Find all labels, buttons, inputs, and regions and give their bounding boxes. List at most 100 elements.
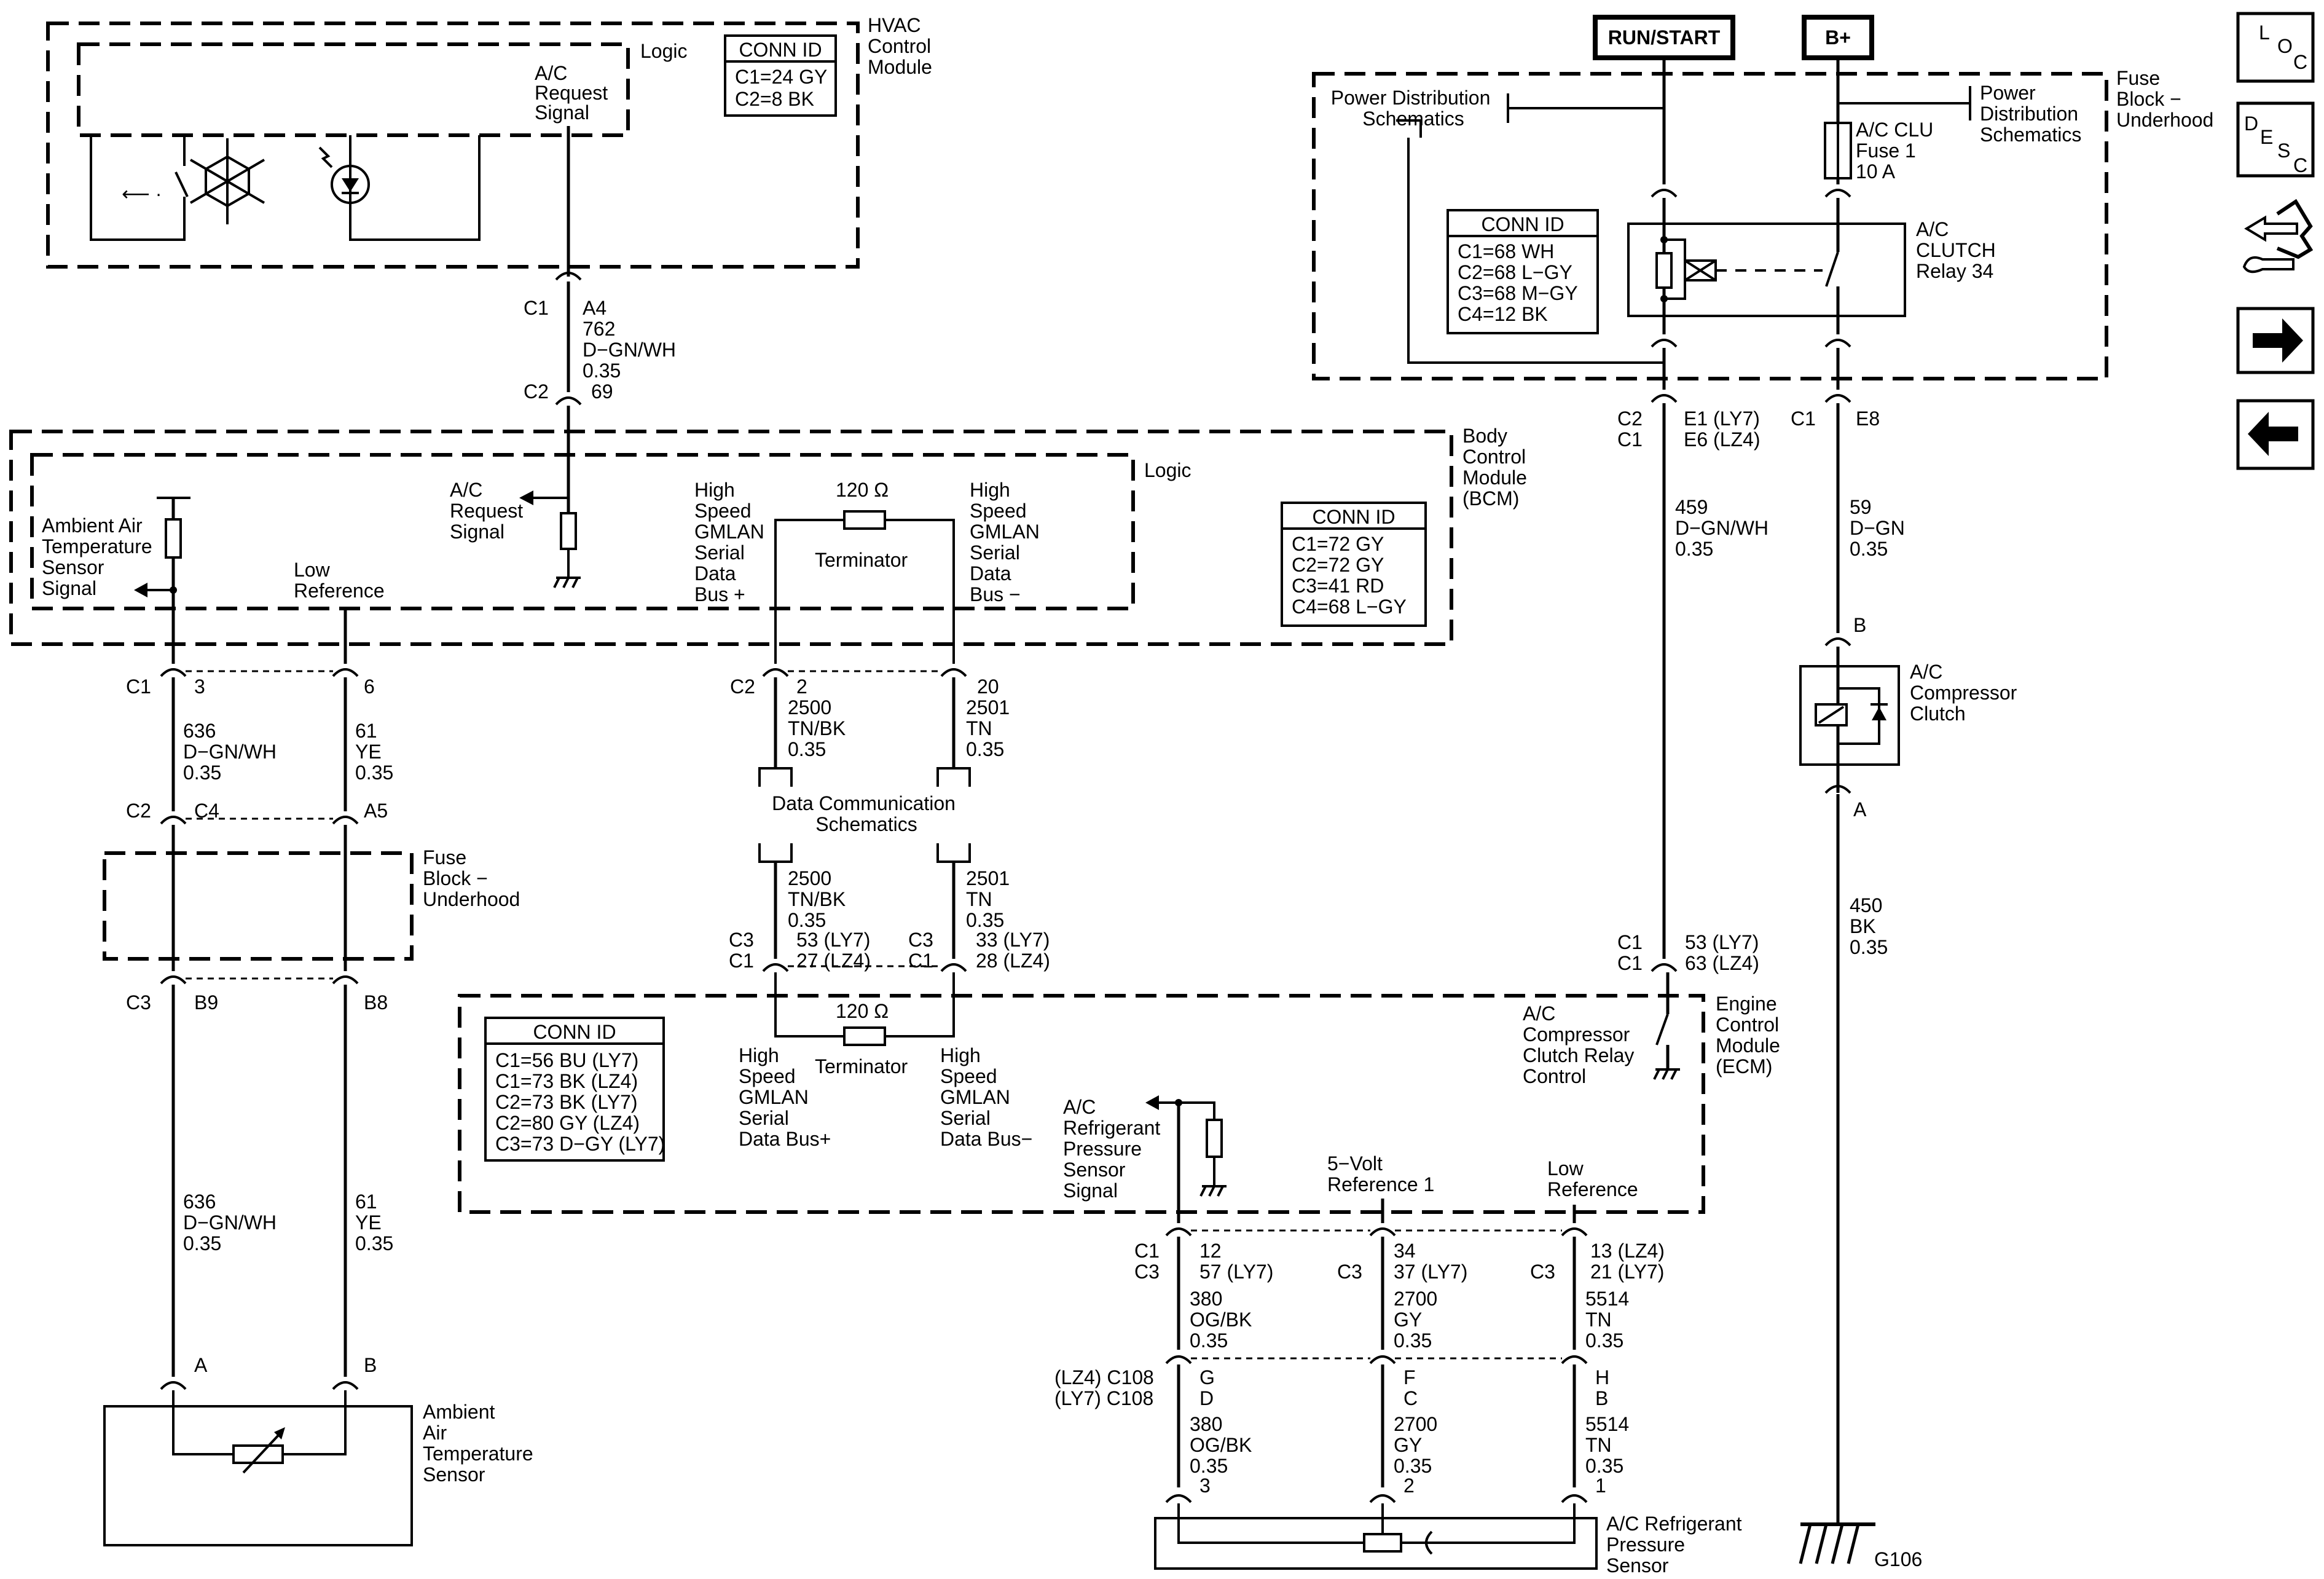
bcm-gmlan-right-label: High Speed GMLAN Serial Data Bus −: [970, 479, 1045, 605]
wire-2500-label: 2500 TN/BK 0.35: [788, 696, 851, 760]
ground-icon: [1653, 1068, 1680, 1080]
connector-a5: [332, 816, 359, 825]
splice-bracket: [936, 767, 971, 787]
wire-762-size: 0.35: [583, 360, 621, 382]
bcm-pin-c2: C2: [524, 380, 549, 403]
switch-contact: [175, 171, 189, 197]
wire-636-label: 636 D−GN/WH 0.35: [183, 720, 282, 784]
bcm-logic-outline: [30, 453, 1135, 610]
wire-2700-lower-label: 2700 GY 0.35 2: [1394, 1413, 1443, 1497]
wire-2500-lower-label: 2500 TN/BK 0.35: [788, 867, 851, 931]
wire-5514-label: 5514 TN 0.35: [1585, 1288, 1635, 1352]
ecm-gmlan-right-label: High Speed GMLAN Serial Data Bus−: [940, 1044, 1032, 1150]
pressure-sensor-circuit: C1 C3 12 57 (LY7) C3 34 37 (LY7) C3 13 (…: [1054, 1227, 1747, 1577]
splice-bracket: [936, 843, 971, 863]
bcm-conn-entry: C2=72 GY: [1292, 554, 1384, 576]
loc-letter: C: [2293, 51, 2307, 73]
hvac-module-label: HVAC Control Module: [868, 14, 936, 78]
fuse-left-pins: E1 (LY7) E6 (LZ4): [1684, 408, 1765, 451]
col3-conn-label: C3: [1530, 1261, 1555, 1283]
conn-c1-label: C1: [126, 675, 151, 698]
gmlan-pin-20: 20: [977, 675, 999, 698]
ecm-conn-entry: C2=80 GY (LZ4): [495, 1112, 640, 1134]
splice-bracket: [758, 767, 793, 787]
description-button[interactable]: D E S C: [2236, 101, 2315, 178]
run-start-box: [1593, 15, 1735, 60]
splice-bracket: [758, 843, 793, 863]
bcm-logic-label: Logic: [1144, 459, 1191, 481]
pin-c4-label: C4: [194, 800, 219, 822]
ecm-5v-label: 5−Volt Reference 1: [1327, 1152, 1434, 1195]
arrow-left-icon: [2248, 412, 2298, 456]
col2-c108-pins: F C: [1403, 1366, 1421, 1409]
col3-c108-pins: H B: [1595, 1366, 1615, 1409]
wire-61-label: 61 YE 0.35: [355, 720, 393, 784]
connector-c2-c4: [160, 816, 187, 825]
bcm-pullup-resistor: [165, 518, 182, 559]
pressure-sensor-label: A/C Refrigerant Pressure Sensor: [1606, 1513, 1747, 1577]
relay-conn-top-right: [1824, 189, 1851, 198]
bcm-ambient-signal-label: Ambient Air Temperature Sensor Signal: [42, 514, 158, 599]
connector-c108-col3: [1561, 1355, 1588, 1364]
ecm-gmlan-left-label: High Speed GMLAN Serial Data Bus+: [739, 1044, 831, 1150]
bcm-ambient-arrow-icon: [134, 583, 147, 597]
sensor-pin-b-label: B: [364, 1354, 377, 1376]
hvac-module-outline: [46, 22, 860, 269]
switch-symbol: ⟵ ·: [122, 183, 162, 205]
power-distribution-left-link[interactable]: Power Distribution Schematics: [1331, 87, 1496, 130]
bcm-request-arrow-icon: [519, 490, 533, 505]
c108-labels: (LZ4) C108 (LY7) C108: [1054, 1366, 1160, 1409]
connector-c2-69: [555, 396, 582, 406]
relay-contact-switch: [1825, 251, 1839, 287]
power-distribution-right-link[interactable]: Power Distribution Schematics: [1980, 82, 2084, 146]
loc-letter: O: [2277, 35, 2293, 57]
gmlan-conn-c2: C2: [730, 675, 755, 698]
ecm-low-ref-label: Low Reference: [1547, 1157, 1638, 1200]
gmlan-circuit: C2 2 20 2500 TN/BK 0.35 2501 TN 0.35 Dat…: [729, 668, 1050, 972]
fuse-block-conn-id-box: [1447, 209, 1599, 334]
ac-clu-fuse-label: A/C CLU Fuse 1 10 A: [1856, 119, 1939, 183]
location-button[interactable]: L O C: [2236, 12, 2315, 83]
forward-arrow-button[interactable]: [2236, 307, 2315, 374]
pin-a5-label: A5: [364, 800, 388, 822]
wire-762-circuit: 762: [583, 318, 615, 340]
ground-g106-icon: [1799, 1522, 1875, 1564]
col3-pin-labels: 13 (LZ4) 21 (LY7): [1590, 1240, 1670, 1283]
bcm-ac-request-label: A/C Request Signal: [450, 479, 528, 543]
connector-20: [940, 668, 967, 677]
wire-2501-label: 2501 TN 0.35: [966, 696, 1015, 760]
wire-2501-lower-label: 2501 TN 0.35: [966, 867, 1015, 931]
hvac-switch-wire: [90, 135, 186, 241]
connector-pin-b: [332, 1381, 359, 1390]
data-comm-schematics-link[interactable]: Data Communication Schematics: [772, 792, 961, 835]
bcm-module-label: Body Control Module (BCM): [1462, 425, 1533, 510]
connector-clutch-a: [1824, 785, 1851, 794]
connector-c108-col1: [1165, 1355, 1192, 1364]
desc-letter: D: [2244, 112, 2258, 135]
hvac-conn-title: CONN ID: [739, 39, 822, 61]
fuse-block-conn-entry: C3=68 M−GY: [1458, 282, 1578, 304]
battery-positive-label: B+: [1825, 26, 1851, 49]
ambient-air-temp-sensor: [103, 1405, 413, 1546]
connector-c108-col2: [1369, 1355, 1396, 1364]
relay-conn-top-left: [1651, 189, 1678, 198]
run-start-label: RUN/START: [1608, 26, 1721, 49]
wire-61-lower-label: 61 YE 0.35: [355, 1191, 393, 1254]
wire-380-lower-label: 380 OG/BK 0.35 3: [1190, 1413, 1257, 1497]
clutch-pin-a: A: [1853, 798, 1867, 821]
connector-ecm-gmlan-left: [762, 963, 789, 972]
navigation-panel: L O C D E S C: [2236, 12, 2315, 470]
connector-ecm-gmlan-right: [940, 963, 967, 972]
relay-control-switch: [1655, 1014, 1669, 1045]
component-view-button-icon[interactable]: [2242, 199, 2314, 274]
fuse-block-left-outline: [103, 851, 414, 961]
hvac-pin-a4: A4: [583, 297, 607, 319]
ground-icon: [1199, 1185, 1227, 1197]
battery-positive-box: [1802, 15, 1874, 60]
back-arrow-button[interactable]: [2236, 399, 2315, 470]
hvac-conn-entry: C2=8 BK: [735, 88, 814, 110]
connector-ecm-relay: [1651, 963, 1678, 972]
desc-letter: S: [2277, 140, 2290, 162]
wire-380-label: 380 OG/BK 0.35: [1190, 1288, 1257, 1352]
bcm-conn-entry: C3=41 RD: [1292, 575, 1384, 597]
